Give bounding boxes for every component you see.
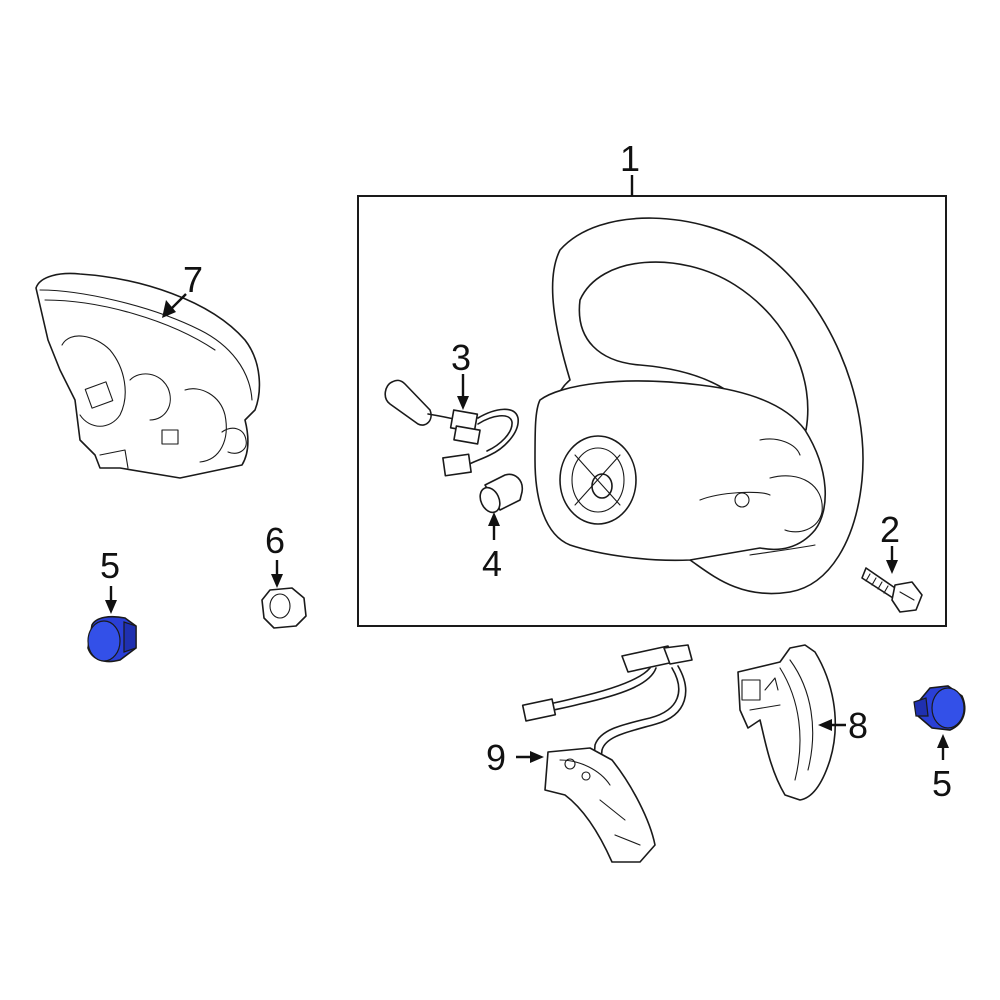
steering-wheel (534, 217, 864, 595)
callout-4: 4 (482, 543, 502, 584)
callout-2: 2 (880, 509, 900, 550)
hex-nut (261, 560, 307, 629)
switch-bezel-left (516, 644, 693, 863)
callout-8: 8 (848, 705, 868, 746)
cruise-switch-left (87, 586, 137, 663)
wire-harness (384, 374, 519, 477)
callout-9: 9 (486, 737, 506, 778)
cruise-switch-right (913, 685, 966, 760)
assembly-frame (357, 195, 947, 627)
callout-3: 3 (451, 337, 471, 378)
airbag-module (35, 272, 261, 479)
switch-bezel-right (737, 644, 846, 801)
column-nut (479, 473, 524, 540)
callout-6: 6 (265, 520, 285, 561)
wheel-bolt (861, 546, 923, 613)
callout-7: 7 (183, 259, 203, 300)
callout-1: 1 (620, 138, 640, 179)
callout-5-left: 5 (100, 545, 120, 586)
callout-5-right: 5 (932, 763, 952, 804)
